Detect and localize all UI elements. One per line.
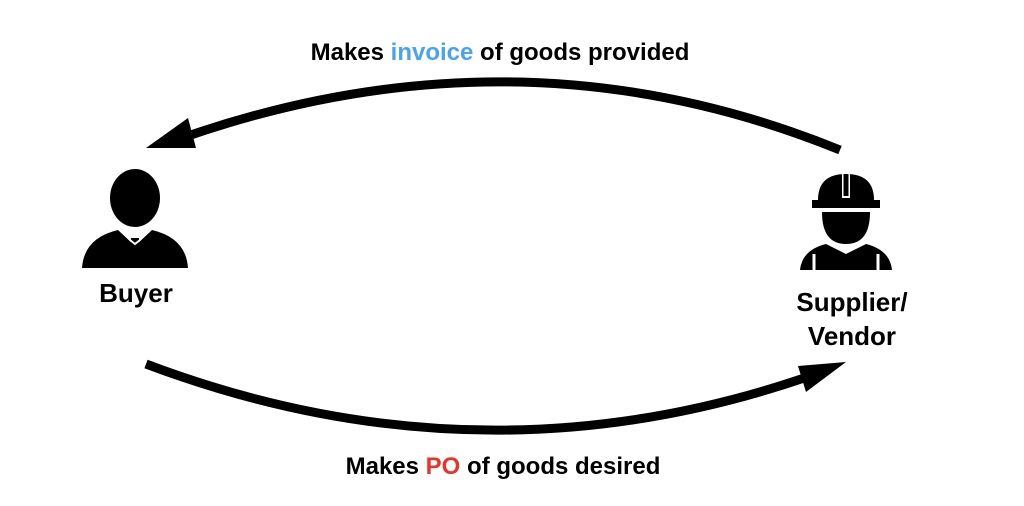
top-caption-suffix: of goods provided	[473, 39, 690, 66]
po-highlight: PO	[425, 453, 461, 480]
arrow-buyer-to-supplier	[144, 359, 812, 435]
invoice-highlight: invoice	[390, 39, 474, 66]
arrow-head-right	[798, 362, 846, 392]
construction-worker-icon	[800, 172, 892, 270]
businessman-icon	[82, 169, 188, 268]
arrow-head-left	[146, 118, 196, 148]
bottom-caption-suffix: of goods desired	[460, 453, 661, 480]
supplier-label-line2: Vendor	[807, 321, 897, 351]
arrow-supplier-to-buyer	[180, 77, 842, 155]
buyer-label: Buyer	[99, 278, 173, 308]
bottom-caption-prefix: Makes	[345, 453, 426, 480]
supplier-label: Supplier/ Vendor	[772, 285, 932, 353]
top-caption: Makes invoice of goods provided	[0, 38, 1024, 68]
supplier-label-line1: Supplier/	[796, 287, 908, 317]
top-caption-prefix: Makes	[310, 39, 391, 66]
bottom-caption: Makes PO of goods desired	[0, 452, 1024, 482]
